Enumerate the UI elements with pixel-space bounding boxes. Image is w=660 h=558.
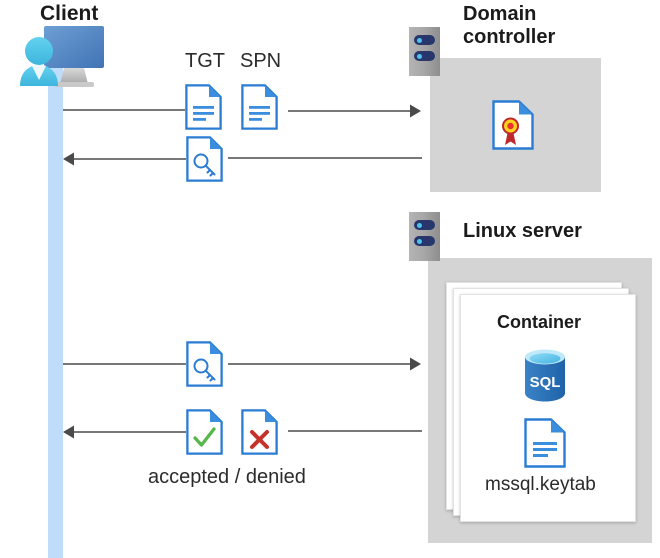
mssql-keytab-label: mssql.keytab — [485, 474, 596, 495]
message-1-arrow-right — [288, 102, 422, 120]
container-label: Container — [497, 312, 582, 332]
spn-label: SPN — [240, 50, 282, 72]
certificate-document-icon — [492, 100, 534, 150]
domain-controller-label-line2: controller — [463, 26, 556, 48]
client-label: Client — [40, 2, 99, 25]
message-3-arrow-right — [228, 355, 422, 373]
client-lifeline — [48, 60, 63, 558]
message-4-arrow-left — [62, 423, 186, 441]
keytab-document-icon — [524, 418, 566, 468]
tgt-document-icon — [185, 84, 222, 130]
accepted-denied-caption: accepted / denied — [148, 466, 306, 488]
message-2-line-right — [228, 156, 422, 160]
message-4-line-right — [288, 429, 422, 433]
accepted-check-document-icon — [186, 409, 223, 455]
message-1-line-left — [63, 108, 185, 112]
user-monitor-icon — [8, 22, 106, 90]
container-card-front[interactable] — [460, 294, 636, 522]
sql-text: SQL — [530, 374, 561, 391]
denied-cross-document-icon — [241, 409, 278, 455]
linux-server-rack-icon — [409, 212, 440, 261]
domain-controller-rack-icon — [409, 27, 440, 76]
linux-server-label: Linux server — [463, 220, 582, 242]
service-ticket-key-document-icon-1 — [186, 136, 223, 182]
message-3-line-left — [63, 362, 186, 366]
spn-document-icon — [241, 84, 278, 130]
service-ticket-key-document-icon-2 — [186, 341, 223, 387]
sql-database-icon: SQL — [522, 348, 568, 402]
domain-controller-label-line1: Domain — [463, 3, 537, 25]
tgt-label: TGT — [185, 50, 225, 72]
message-2-arrow-left — [62, 150, 186, 168]
